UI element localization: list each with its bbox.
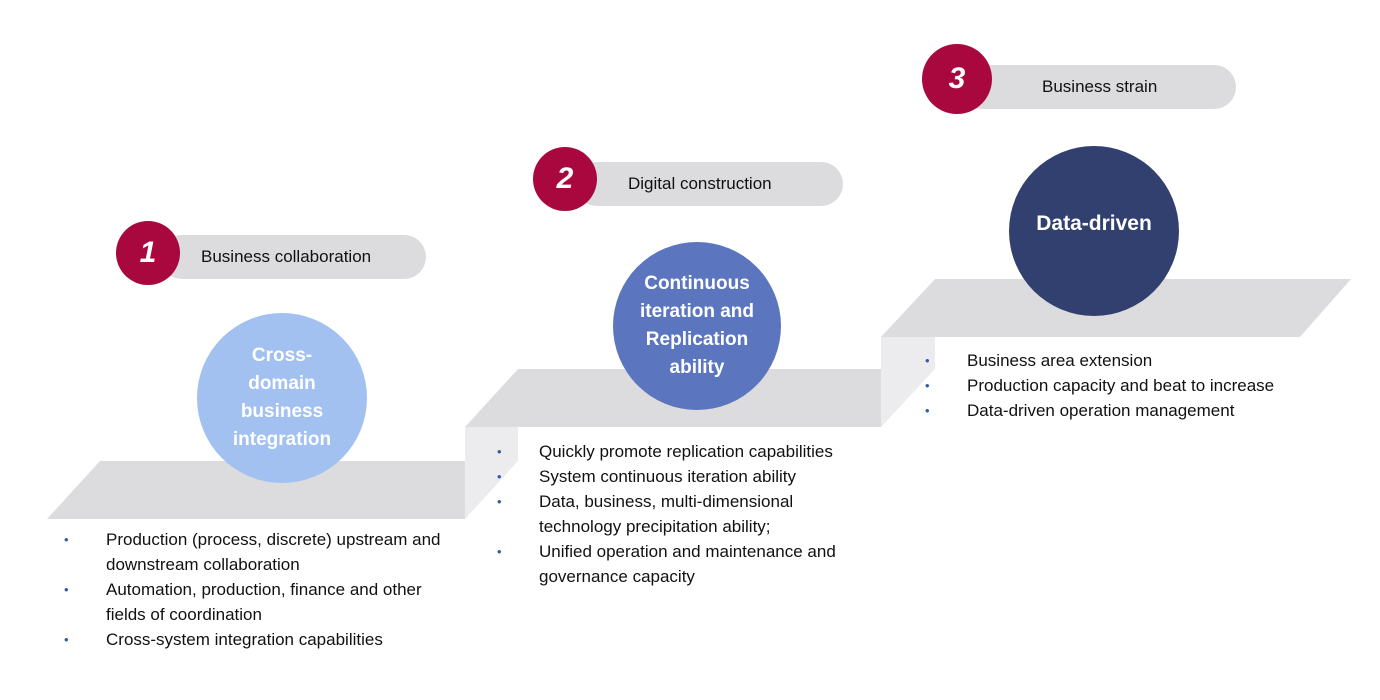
stage-3-number-badge: 3 (922, 44, 992, 114)
stage-1-number: 1 (139, 236, 157, 269)
stage-3-label: Business strain (1042, 77, 1158, 96)
stage-1-label-pill: Business collaboration (160, 235, 426, 279)
stage-2-label-pill: Digital construction (575, 162, 843, 206)
stage-1-number-badge: 1 (116, 221, 180, 285)
stair-1-riser (465, 427, 518, 519)
stage-1-bullet: Cross-system integration capabilities (64, 627, 446, 652)
stage-2-label: Digital construction (628, 174, 772, 193)
stage-3-number: 3 (948, 62, 966, 95)
stage-2-number-badge: 2 (533, 147, 597, 211)
stage-2-circle: Continuous iteration and Replication abi… (613, 242, 781, 410)
stage-1-bullet-list: Production (process, discrete) upstream … (64, 527, 446, 652)
stair-2-riser (881, 337, 935, 427)
stage-1-bullet: Production (process, discrete) upstream … (64, 527, 446, 577)
stage-2-circle-text: Continuous iteration and Replication abi… (639, 273, 754, 378)
stage-3-bullet: Business area extension (925, 348, 1327, 373)
stage-1-circle-text: Cross-domain business integration (232, 345, 332, 450)
stage-1-circle: Cross-domain business integration (197, 313, 367, 483)
stage-3-circle: Data-driven (1009, 146, 1179, 316)
stage-2-bullet: System continuous iteration ability (497, 464, 879, 489)
stage-1-bullet: Automation, production, finance and othe… (64, 577, 446, 627)
stage-2-bullet-list: Quickly promote replication capabilities… (497, 439, 879, 589)
stage-2-bullet: Data, business, multi-dimensional techno… (497, 489, 879, 539)
stage-3-circle-text: Data-driven (1036, 212, 1152, 235)
stair-1-top (47, 461, 465, 519)
stage-3-bullet-list: Business area extension Production capac… (925, 348, 1327, 423)
stage-2-bullet: Unified operation and maintenance and go… (497, 539, 879, 589)
stage-3-bullet: Production capacity and beat to increase (925, 373, 1327, 398)
stage-2-number: 2 (556, 162, 574, 195)
stage-3-bullet: Data-driven operation management (925, 398, 1327, 423)
stage-3-label-pill: Business strain (960, 65, 1236, 109)
stage-1-label: Business collaboration (201, 247, 372, 266)
stage-2-bullet: Quickly promote replication capabilities (497, 439, 879, 464)
